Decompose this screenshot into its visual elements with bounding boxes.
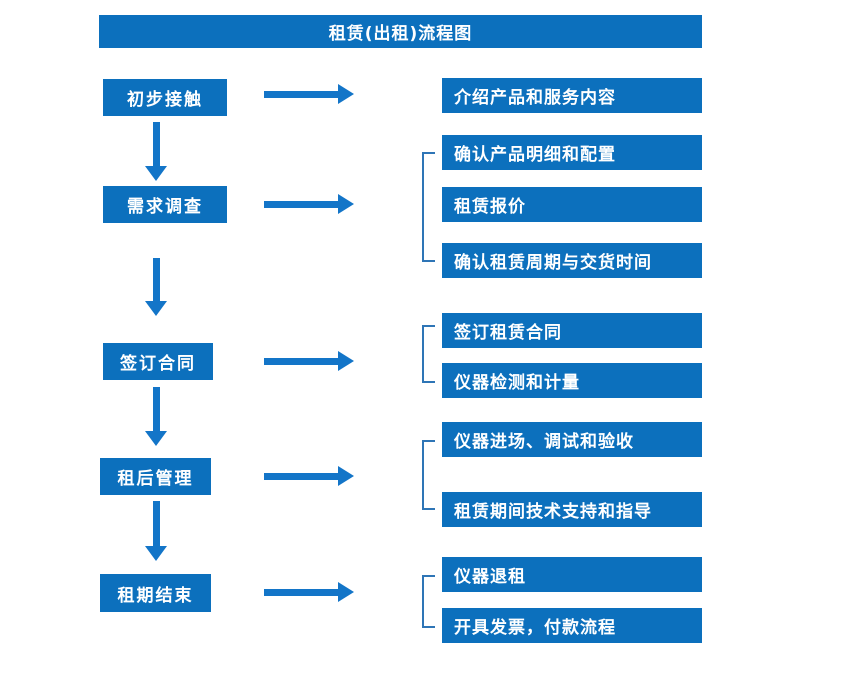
group-bracket: [422, 575, 435, 628]
detail-box-confirm-product-details: 确认产品明细和配置: [442, 135, 702, 170]
detail-box-introduce-products: 介绍产品和服务内容: [442, 78, 702, 113]
group-bracket: [422, 152, 435, 262]
down-arrow-icon: [142, 387, 170, 446]
step-box-rental-end: 租期结束: [100, 574, 211, 612]
group-bracket: [422, 325, 435, 383]
down-arrow-icon: [142, 258, 170, 316]
detail-box-instrument-setup: 仪器进场、调试和验收: [442, 422, 702, 457]
right-arrow-icon: [264, 84, 354, 104]
right-arrow-icon: [264, 582, 354, 602]
right-arrow-icon: [264, 351, 354, 371]
step-box-initial-contact: 初步接触: [103, 79, 227, 116]
step-box-post-rental-management: 租后管理: [100, 458, 211, 495]
down-arrow-icon: [142, 501, 170, 561]
detail-box-sign-rental-contract: 签订租赁合同: [442, 313, 702, 348]
detail-box-invoice-payment: 开具发票，付款流程: [442, 608, 702, 643]
detail-box-confirm-period-delivery: 确认租赁周期与交货时间: [442, 243, 702, 278]
right-arrow-icon: [264, 194, 354, 214]
detail-box-technical-support: 租赁期间技术支持和指导: [442, 492, 702, 527]
detail-box-instrument-return: 仪器退租: [442, 557, 702, 592]
step-box-sign-contract: 签订合同: [103, 343, 213, 380]
group-bracket: [422, 440, 435, 510]
detail-box-instrument-testing: 仪器检测和计量: [442, 363, 702, 398]
detail-box-rental-quote: 租赁报价: [442, 187, 702, 222]
down-arrow-icon: [142, 122, 170, 181]
step-box-demand-survey: 需求调查: [103, 186, 227, 223]
flowchart-title: 租赁(出租)流程图: [99, 15, 702, 48]
right-arrow-icon: [264, 466, 354, 486]
